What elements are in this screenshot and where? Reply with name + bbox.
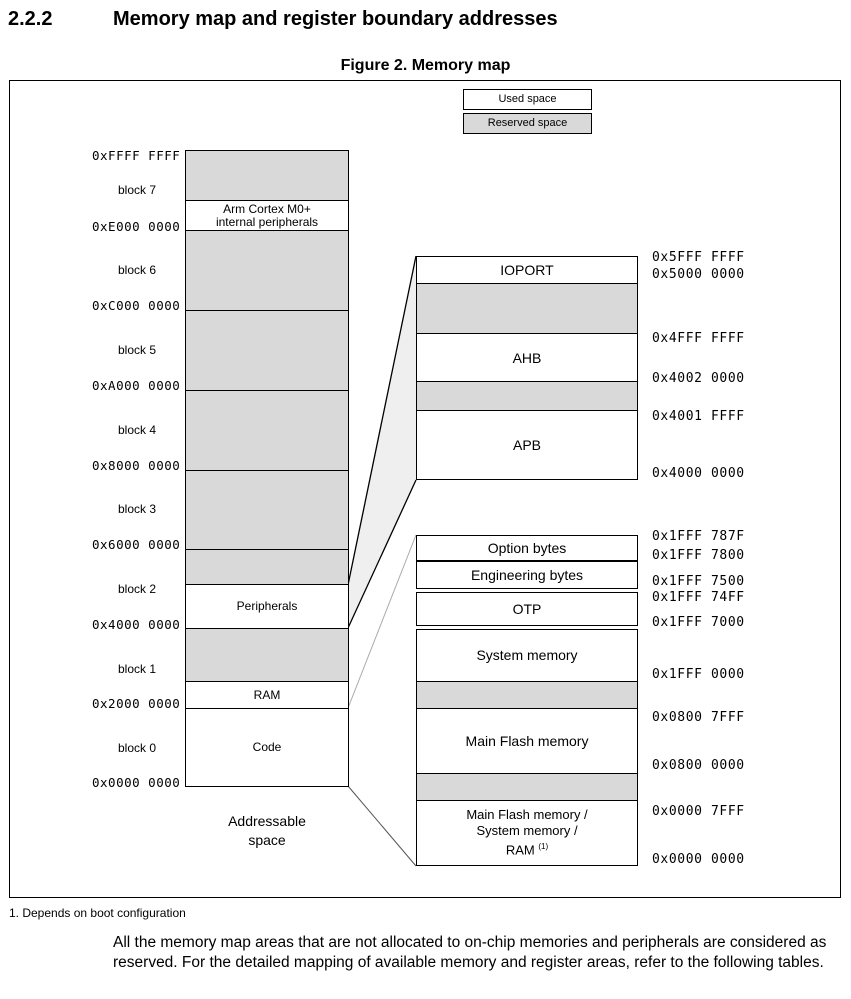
peripherals-region: Peripherals: [185, 584, 349, 629]
footnote-ref: (1): [538, 842, 549, 852]
left-address: 0xC000 0000: [92, 298, 181, 313]
block-6-reserved: [185, 230, 349, 311]
block-5-reserved: [185, 310, 349, 391]
block-3-reserved: [185, 470, 349, 550]
block-label: block 0: [118, 741, 157, 755]
right-address: 0x5000 0000: [652, 267, 745, 282]
block-label: block 1: [118, 662, 157, 676]
right-address: 0x4001 FFFF: [652, 409, 745, 424]
code-region: Code: [185, 708, 349, 787]
left-address: 0x0000 0000: [92, 775, 181, 790]
left-address: 0x2000 0000: [92, 696, 181, 711]
reserved-region: [416, 773, 638, 801]
ahb-region: AHB: [416, 333, 638, 382]
block-7-reserved: [185, 150, 349, 201]
figure-frame: [9, 80, 841, 898]
left-address: 0xE000 0000: [92, 219, 181, 234]
block-label: block 6: [118, 263, 157, 277]
boot-alias-line: Main Flash memory /: [466, 807, 588, 823]
block-label: block 5: [118, 343, 157, 357]
reserved-region: [416, 381, 638, 411]
option-bytes-region: Option bytes: [416, 535, 638, 561]
addressable-space-caption: Addressable space: [228, 813, 306, 848]
reserved-region: [416, 283, 638, 334]
cortex-peripherals: Arm Cortex M0+ internal peripherals: [185, 200, 349, 231]
right-address: 0x1FFF 0000: [652, 667, 745, 682]
right-address: 0x0800 7FFF: [652, 710, 745, 725]
right-address: 0x1FFF 74FF: [652, 590, 745, 605]
boot-alias-line: RAM (1): [505, 842, 549, 858]
left-address: 0x8000 0000: [92, 458, 181, 473]
left-address: 0x4000 0000: [92, 617, 181, 632]
right-address: 0x1FFF 7000: [652, 615, 745, 630]
main-flash-region: Main Flash memory: [416, 708, 638, 774]
block-label: block 7: [118, 183, 157, 197]
ram-region: RAM: [185, 681, 349, 709]
system-memory-region: System memory: [416, 629, 638, 682]
figure-title: Figure 2. Memory map: [340, 57, 511, 74]
block-label: block 4: [118, 423, 157, 437]
block-label: block 3: [118, 502, 157, 516]
right-address: 0x1FFF 787F: [652, 529, 745, 544]
right-address: 0x1FFF 7500: [652, 574, 745, 589]
right-address: 0x0000 0000: [652, 852, 745, 867]
otp-region: OTP: [416, 592, 638, 626]
block-1-reserved: [185, 628, 349, 682]
right-address: 0x4FFF FFFF: [652, 331, 745, 346]
figure-footnote: 1. Depends on boot configuration: [9, 906, 186, 920]
block-2-reserved: [185, 549, 349, 585]
right-address: 0x4002 0000: [652, 371, 745, 386]
section-number: 2.2.2: [8, 8, 53, 30]
block-4-reserved: [185, 390, 349, 471]
block-label: block 2: [118, 582, 157, 596]
ioport-region: IOPORT: [416, 256, 638, 284]
right-address: 0x5FFF FFFF: [652, 250, 745, 265]
legend-reserved-space: Reserved space: [463, 113, 592, 134]
boot-alias-line: System memory /: [476, 823, 578, 839]
boot-alias-region: Main Flash memory / System memory / RAM …: [416, 800, 638, 866]
reserved-region: [416, 681, 638, 709]
engineering-bytes-region: Engineering bytes: [416, 561, 638, 589]
apb-region: APB: [416, 410, 638, 480]
legend-used-space: Used space: [463, 89, 592, 110]
left-address: 0xFFFF FFFF: [92, 148, 181, 163]
right-address: 0x0000 7FFF: [652, 804, 745, 819]
section-title: Memory map and register boundary address…: [113, 8, 558, 30]
body-paragraph: All the memory map areas that are not al…: [113, 934, 827, 971]
left-address: 0x6000 0000: [92, 537, 181, 552]
left-address: 0xA000 0000: [92, 378, 181, 393]
right-address: 0x1FFF 7800: [652, 548, 745, 563]
right-address: 0x4000 0000: [652, 466, 745, 481]
right-address: 0x0800 0000: [652, 758, 745, 773]
